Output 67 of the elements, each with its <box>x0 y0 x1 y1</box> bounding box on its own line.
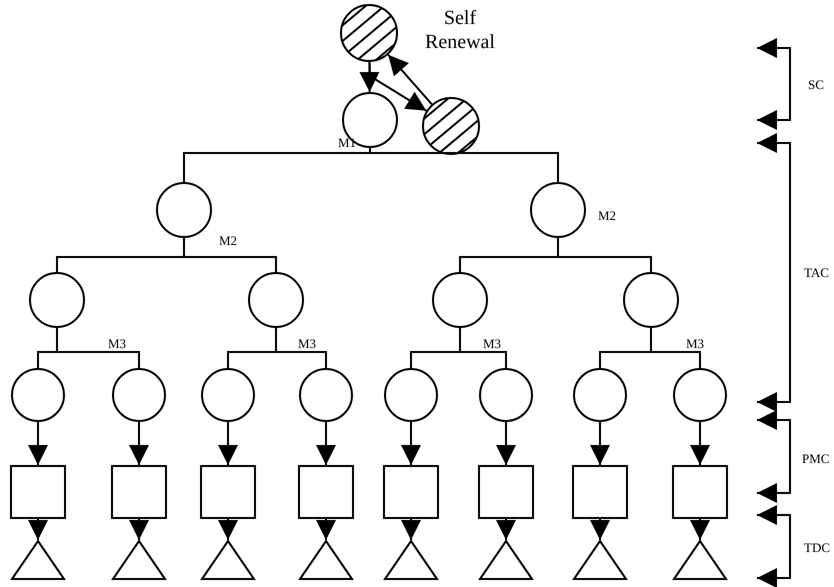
cell-square <box>383 465 439 519</box>
cell-triangle <box>112 540 166 580</box>
arrow <box>590 422 610 465</box>
cell-square <box>572 465 628 519</box>
arrow <box>590 519 610 540</box>
stage-label: TDC <box>804 541 830 554</box>
division-label: M2 <box>598 209 616 222</box>
cell-square <box>111 465 167 519</box>
cell-square <box>200 465 256 519</box>
branch-line <box>650 328 701 368</box>
cell-triangle <box>573 540 627 580</box>
hatched-cell-circle <box>422 97 480 155</box>
branch-line <box>183 238 277 272</box>
cell-square <box>298 465 354 519</box>
cell-triangle <box>673 540 727 580</box>
cell-circle <box>530 182 586 238</box>
arrow <box>401 519 421 540</box>
cell-circle <box>573 368 627 422</box>
branch-line <box>369 148 559 182</box>
cell-circle <box>384 368 438 422</box>
arrow <box>218 422 238 465</box>
cell-triangle <box>11 540 65 580</box>
arrow <box>496 519 516 540</box>
division-label: M3 <box>686 337 704 350</box>
arrow <box>28 422 48 465</box>
arrow <box>387 54 433 105</box>
arrow <box>129 519 149 540</box>
cell-circle <box>29 272 85 328</box>
hatched-cell-circle <box>340 4 398 62</box>
cell-circle <box>479 368 533 422</box>
cell-circle <box>201 368 255 422</box>
stage-label: SC <box>808 78 824 91</box>
stage-label: TAC <box>804 266 829 279</box>
branch-line <box>56 328 140 368</box>
stage-label: PMC <box>802 452 830 465</box>
branch-line <box>275 328 327 368</box>
cell-square <box>478 465 534 519</box>
cell-circle <box>673 368 727 422</box>
division-label: M3 <box>108 337 126 350</box>
cell-triangle <box>299 540 353 580</box>
arrow <box>316 422 336 465</box>
division-label: M3 <box>483 337 502 350</box>
cell-square <box>10 465 66 519</box>
arrow <box>316 519 336 540</box>
arrow <box>690 422 710 465</box>
arrow <box>690 519 710 540</box>
cell-circle <box>299 368 353 422</box>
cell-triangle <box>479 540 533 580</box>
cell-circle <box>11 368 65 422</box>
cell-square <box>672 465 728 519</box>
cell-circle <box>623 272 679 328</box>
arrow <box>129 422 149 465</box>
cell-circle <box>432 272 488 328</box>
branch-line <box>459 328 507 368</box>
cell-circle <box>248 272 304 328</box>
arrow <box>496 422 516 465</box>
arrow <box>28 519 48 540</box>
arrow <box>218 519 238 540</box>
division-label: M3 <box>298 337 316 350</box>
cell-triangle <box>384 540 438 580</box>
arrow <box>368 62 427 112</box>
arrow <box>401 422 421 465</box>
cell-triangle <box>201 540 255 580</box>
cell-circle <box>156 182 212 238</box>
cell-circle <box>112 368 166 422</box>
division-label: M2 <box>219 234 238 247</box>
annotation-text: Self Renewal <box>424 6 496 54</box>
